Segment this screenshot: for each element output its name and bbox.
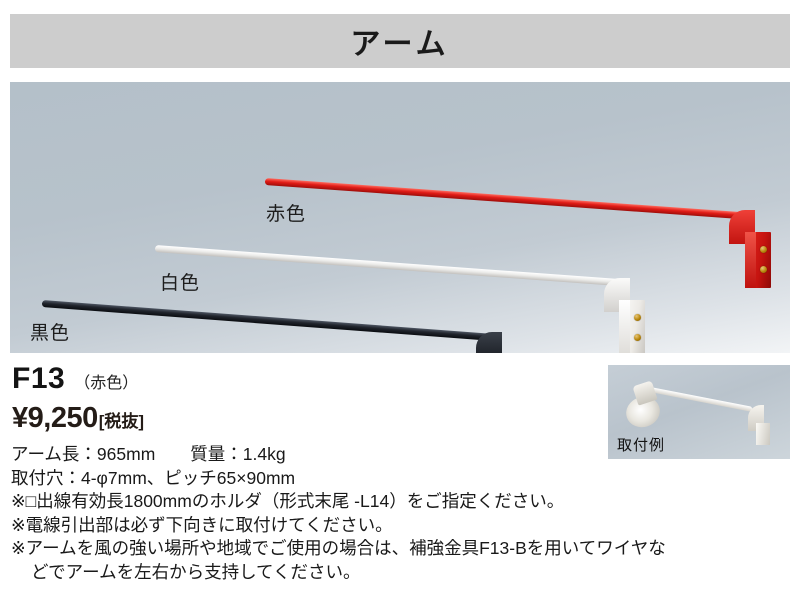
product-photo: 赤色 白色 黒色 [10,82,790,353]
arm-red-bracket-face [745,232,756,288]
arm-white-bracket-face [619,300,630,353]
arm-white-bracket [619,300,645,353]
screw-icon [634,334,641,341]
arm-red-bracket [745,232,771,288]
screw-icon [760,246,767,253]
model-code: F13 [12,362,66,395]
arm-black-elbow [476,332,502,353]
note-line-wind-1: ※アームを風の強い場所や地域でご使用の場合は、補強金具F13-Bを用いてワイヤな [11,538,666,558]
arm-red-shaft [264,178,754,221]
model-line: F13 （赤色） [12,362,138,396]
spec-line-mount-holes: 取付穴：4-φ7mm、ピッチ65×90mm [11,467,296,488]
specifications: アーム長：965mm 質量：1.4kg 取付穴：4-φ7mm、ピッチ65×90m… [11,443,791,584]
note-line-wire-outlet: ※電線引出部は必ず下向きに取付けてください。 [11,514,393,535]
photo-label-black: 黒色 [30,323,71,344]
screw-icon [760,266,767,273]
note-line-wind-2: どでアームを左右から支持してください。 [31,561,361,582]
inset-arm-shaft [649,387,753,412]
section-header-banner: アーム [10,14,790,68]
installation-example-photo: 取付例 [608,365,790,459]
page-title: アーム [350,28,450,61]
model-color: （赤色） [74,375,139,392]
arm-white-shaft [154,245,624,287]
price-line: ¥9,250 [税抜] [12,402,144,435]
inset-caption: 取付例 [617,437,666,454]
spec-line-dimensions: アーム長：965mm 質量：1.4kg [11,444,286,464]
price-value: ¥9,250 [12,402,98,434]
screw-icon [634,314,641,321]
photo-label-white: 白色 [160,273,201,294]
arm-black-shaft [41,300,496,342]
note-line-holder: ※□出線有効長1800mmのホルダ（形式末尾 -L14）をご指定ください。 [11,491,565,511]
inset-mount-plate [756,423,770,445]
photo-label-red: 赤色 [266,204,307,225]
price-tax-label: [税抜] [98,412,145,431]
